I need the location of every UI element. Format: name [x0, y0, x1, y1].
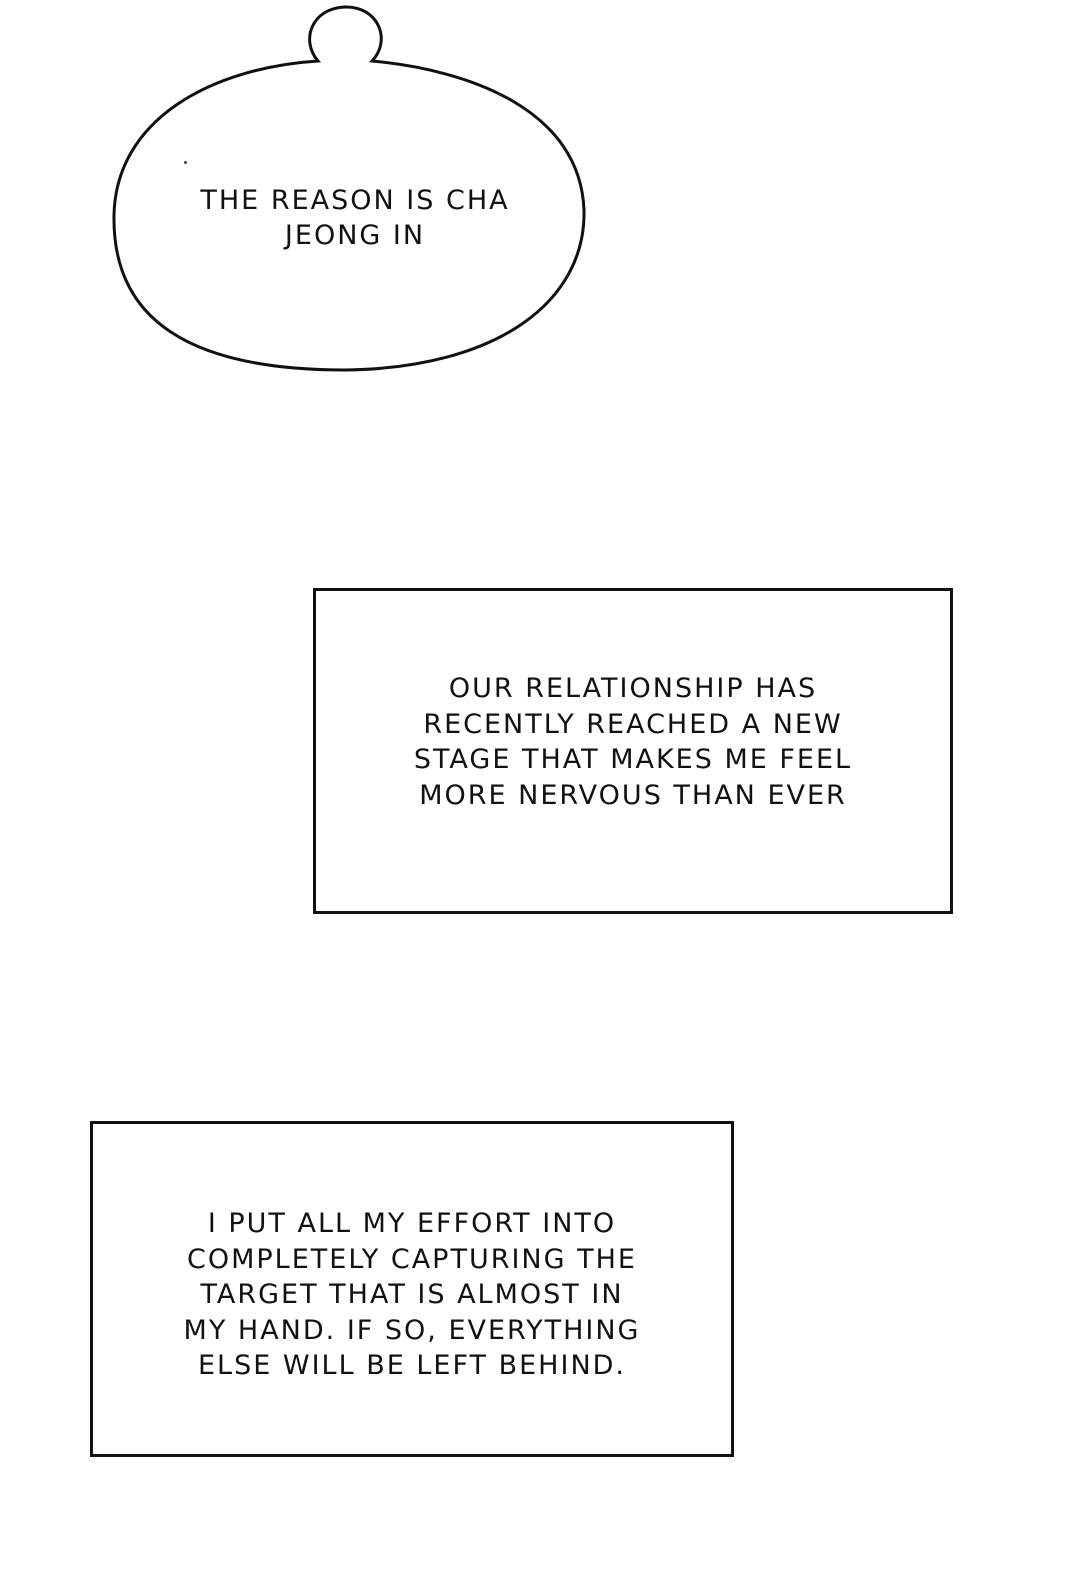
ink-speck — [184, 161, 187, 164]
narration-box-2-text: I PUT ALL MY EFFORT INTO COMPLETELY CAPT… — [183, 1208, 641, 1381]
narration-box-1: OUR RELATIONSHIP HAS RECENTLY REACHED A … — [313, 588, 953, 914]
narration-box-2: I PUT ALL MY EFFORT INTO COMPLETELY CAPT… — [90, 1121, 734, 1457]
speech-bubble — [112, 5, 586, 372]
narration-box-1-text: OUR RELATIONSHIP HAS RECENTLY REACHED A … — [413, 673, 853, 811]
speech-bubble-text: THE REASON IS CHA JEONG IN — [200, 185, 510, 251]
